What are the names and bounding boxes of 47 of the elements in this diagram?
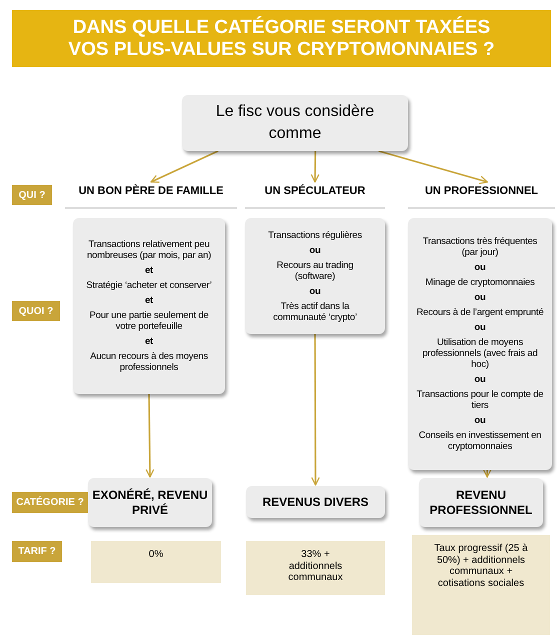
row-tab: QUI ? [12, 185, 52, 205]
connector-word: ou [309, 244, 321, 256]
connector-word: ou [474, 322, 486, 333]
row-tab: CATÉGORIE ? [12, 492, 88, 513]
criteria-card [73, 218, 225, 394]
category-box: REVENU PROFESSIONNEL [419, 478, 543, 527]
connector-word: et [144, 295, 154, 306]
column-heading: UN BON PÈRE DE FAMILLE [65, 183, 237, 209]
criterion-text: Minage de cryptomonnaies [425, 277, 535, 288]
title-banner: DANS QUELLE CATÉGORIE SERONT TAXÉES VOS PLUS-VALUES SUR CRYPTOMONNAIES ? [12, 10, 551, 67]
arrow [311, 334, 320, 486]
start-box: Le fisc vous considère comme [182, 95, 408, 151]
connector-word: ou [474, 415, 486, 426]
criterion-text: Pour une partie seulement de votre portefeuille [88, 310, 210, 332]
criterion-text: Conseils en investissement en cryptomonnaies [418, 430, 542, 452]
criterion-text: Transactions régulières [268, 230, 362, 240]
criterion-text: Recours au trading (software) [276, 260, 354, 282]
criterion-text: Transactions très fréquentes (par jour) [422, 236, 538, 258]
arrow [150, 150, 218, 183]
arrow [146, 394, 154, 478]
criterion-text: Aucun recours à des moyens professionnels [89, 351, 209, 373]
arrow [310, 151, 320, 183]
criterion-text: Stratégie ‘acheter et conserver’ [86, 280, 212, 291]
category-box: EXONÉRÉ, REVENU PRIVÉ [88, 478, 212, 527]
row-tab: QUOI ? [12, 301, 60, 321]
criteria-card [245, 218, 385, 334]
column-heading: UN SPÉCULATEUR [245, 183, 385, 209]
criterion-text: Très actif dans la communauté ‘crypto’ [272, 300, 358, 322]
category-box: REVENUS DIVERS [246, 486, 385, 518]
column-heading: UN PROFESSIONNEL [408, 183, 555, 209]
connector-word: ou [474, 374, 486, 385]
connector-word: et [144, 265, 154, 276]
connector-word: et [144, 336, 154, 347]
criteria-card [408, 218, 552, 470]
arrow [482, 468, 492, 478]
criterion-text: Utilisation de moyens professionnels (avec frais ad hoc) [421, 337, 539, 370]
connector-word: ou [309, 286, 321, 296]
criterion-text: Transactions relativement peu nombreuses (par mois, par an) [86, 239, 212, 261]
criterion-text: Recours à de l’argent emprunté [416, 307, 544, 318]
row-tab: TARIF ? [12, 541, 62, 562]
rate-panel: 0% [91, 541, 221, 583]
arrow [378, 150, 488, 184]
connector-word: ou [474, 262, 486, 273]
rate-panel: Taux progressif (25 à 50%) + additionnels communaux + cotisations sociales [412, 535, 550, 635]
rate-panel: 33% + additionnels communaux [246, 541, 385, 595]
connector-word: ou [474, 292, 486, 303]
criterion-text: Transactions pour le compte de tiers [416, 389, 544, 411]
